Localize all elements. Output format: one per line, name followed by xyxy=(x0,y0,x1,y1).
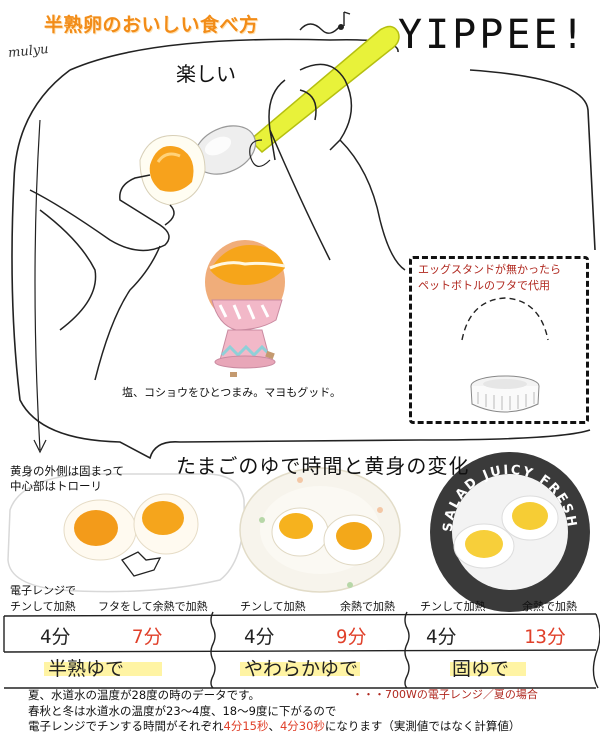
footer-line2: 春秋と冬は水道水の温度が23～4度、18～9度に下がるので xyxy=(28,703,337,718)
seasoning-caption: 塩、コショウをひとつまみ。マヨもグッド。 xyxy=(122,386,342,399)
footer-line1: 夏、水道水の温度が28度の時のデータです。 xyxy=(28,688,260,702)
column-1-result: 半熟ゆで xyxy=(48,658,125,680)
bottle-cap xyxy=(461,297,549,413)
footer-time-winter: 4分30秒 xyxy=(279,719,325,733)
right-hand-outline xyxy=(268,63,406,271)
yolk-note-line2: 中心部はトローリ xyxy=(10,479,102,493)
yippee-text: YIPPEE! xyxy=(398,12,588,58)
column-1-a-time: 4分 xyxy=(40,626,71,648)
eggstand-tip-text: エッグスタンドが無かったら ペットボトルのフタで代用 xyxy=(418,262,561,294)
column-2-a-label: チンして加熱 xyxy=(240,600,306,613)
column-2-b-label: 余熱で加熱 xyxy=(340,600,395,613)
footer-line3-a: 電子レンジでチンする時間がそれぞれ xyxy=(28,719,224,733)
footer-line3-b: になります（実測値ではなく計算値） xyxy=(324,719,521,733)
footer-line3: 電子レンジでチンする時間がそれぞれ4分15秒、4分30秒になります（実測値ではな… xyxy=(28,719,520,735)
column-2-a-time: 4分 xyxy=(244,626,275,648)
yolk-note: 黄身の外側は固まって 中心部はトローリ xyxy=(10,464,124,494)
column-2-result: やわらかゆで xyxy=(244,658,359,680)
column-1-b-label: フタをして余熱で加熱 xyxy=(98,600,208,613)
music-note-icon xyxy=(343,11,351,26)
column-3-a-time: 4分 xyxy=(426,626,457,648)
section-heading: たまごのゆで時間と黄身の変化 xyxy=(176,454,470,478)
microwave-condition-note: ・・・700Wの電子レンジ／夏の場合 xyxy=(352,688,538,701)
spoon-handle xyxy=(248,25,400,154)
title-squiggle xyxy=(299,23,341,34)
eggstand-tip-line2: ペットボトルのフタで代用 xyxy=(418,279,550,292)
column-1-b-time: 7分 xyxy=(132,626,163,648)
left-hand-outline xyxy=(29,174,175,381)
down-arrow xyxy=(34,119,41,451)
yolk-note-line1: 黄身の外側は固まって xyxy=(10,464,124,478)
column-3-result: 固ゆで xyxy=(452,658,510,680)
column-3-a-label: チンして加熱 xyxy=(420,600,486,613)
plate-medium-boiled xyxy=(239,467,401,593)
eggstand-tip-line1: エッグスタンドが無かったら xyxy=(418,263,561,276)
footer-time-spring: 4分15秒 xyxy=(223,719,269,733)
eggstand-tip-box xyxy=(409,256,589,424)
egg-in-cup xyxy=(205,240,286,377)
pointing-hand-icon xyxy=(121,551,162,577)
time-table-frame xyxy=(3,611,600,689)
column-3-b-time: 13分 xyxy=(524,626,566,648)
footer-line3-sep: 、 xyxy=(268,719,280,733)
footer-notes: 夏、水道水の温度が28度の時のデータです。 春秋と冬は水道水の温度が23～4度、… xyxy=(28,688,520,735)
table-header-left-line1: 電子レンジで xyxy=(10,584,76,597)
page-title: 半熟卵のおいしい食べ方 xyxy=(44,14,259,36)
plate-soft-boiled xyxy=(7,473,245,593)
column-2-b-time: 9分 xyxy=(336,626,367,648)
column-3-b-label: 余熱で加熱 xyxy=(522,600,577,613)
column-1-a-label: チンして加熱 xyxy=(10,600,76,613)
fun-text: 楽しい xyxy=(176,62,236,86)
